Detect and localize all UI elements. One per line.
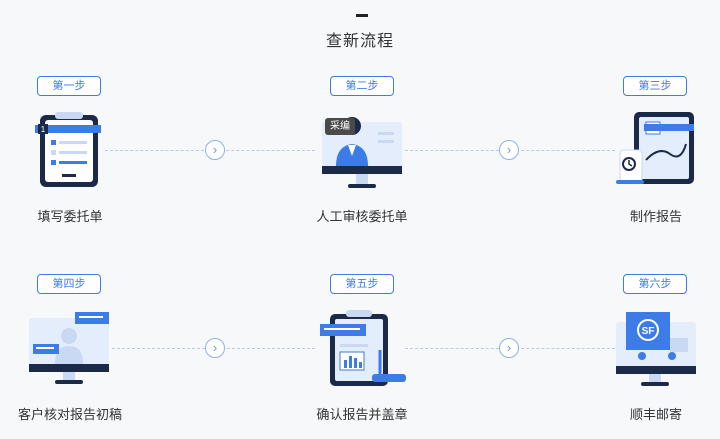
step-5-label: 确认报告并盖章 <box>316 407 408 422</box>
step-2-label: 人工审核委托单 <box>316 209 408 224</box>
step-3-tag: 第三步 <box>623 76 687 96</box>
step-5-tag: 第五步 <box>330 274 394 294</box>
step-1-label: 填写委托单 <box>37 209 103 224</box>
sf-express-truck-icon: SF <box>616 312 696 386</box>
arrow-icon-2-3: › <box>499 140 519 160</box>
step-6-tag: 第六步 <box>623 274 687 294</box>
arrow-icon-5-6: › <box>499 338 519 358</box>
sf-logo-text: SF <box>642 326 655 337</box>
report-tablet-clock-icon <box>616 112 694 184</box>
stamp-clipboard-icon <box>320 310 406 386</box>
arrow-icon-4-5: › <box>205 338 225 358</box>
step-2-tag: 第二步 <box>330 76 394 96</box>
step-1-number: 1 <box>41 125 46 134</box>
step-4-tag: 第四步 <box>37 274 101 294</box>
form-clipboard-icon: 1 <box>35 112 101 187</box>
client-review-monitor-icon <box>29 312 109 384</box>
step-6-label: 顺丰邮寄 <box>629 407 682 422</box>
step-1-tag: 第一步 <box>37 76 101 96</box>
step-4-label: 客户核对报告初稿 <box>17 407 122 422</box>
page-title: 查新流程 <box>325 33 394 50</box>
tooltip: 采编 <box>325 118 355 135</box>
title-decoration-bar <box>356 14 368 17</box>
arrow-icon-1-2: › <box>205 140 225 160</box>
step-3-label: 制作报告 <box>629 209 682 224</box>
